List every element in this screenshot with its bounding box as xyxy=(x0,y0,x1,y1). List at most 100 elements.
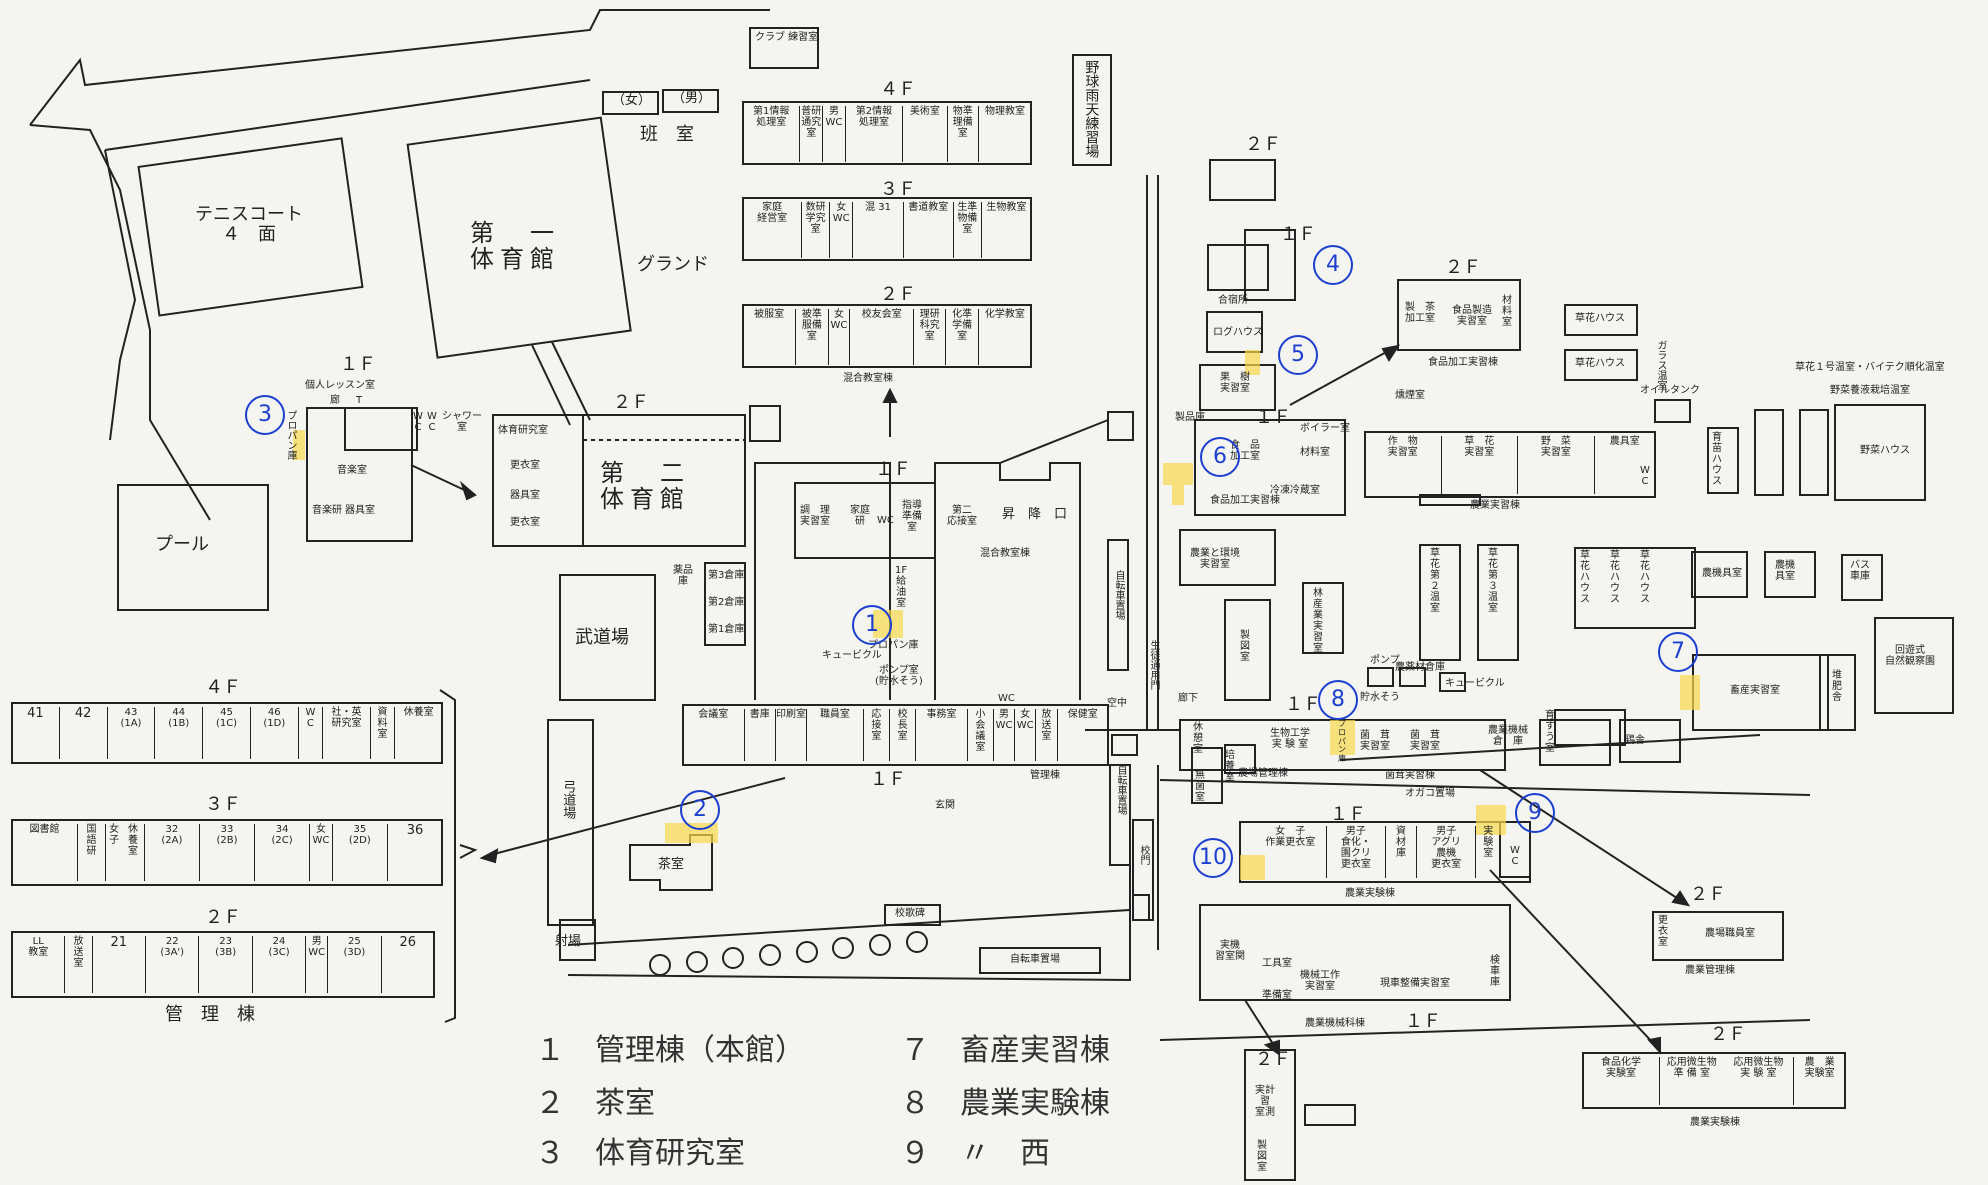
floor-4f-mixed: ４Ｆ xyxy=(880,79,916,100)
storage-1: 第1倉庫 xyxy=(708,624,745,635)
annotation-9: 9 xyxy=(1515,793,1555,833)
reception-room-2: 第二 応接室 xyxy=(947,505,977,527)
rest-room-4f: 休養室 xyxy=(403,707,434,718)
room-4f-1: 第1情報 処理室 xyxy=(743,106,801,162)
survey-room: 実計 習 室測 xyxy=(1255,1085,1275,1118)
room-3f-4: 混 31 xyxy=(853,202,904,258)
bicycle-label-3: 自転車置場 xyxy=(1115,765,1126,815)
boys-room: （男） xyxy=(672,91,712,106)
roka-label: 廊下 xyxy=(1178,693,1198,704)
floor-2f-noujyo: ２Ｆ xyxy=(1690,884,1726,905)
chemicals-storage: 薬品 庫 xyxy=(673,565,693,587)
class-32: 32 (2A) xyxy=(145,824,200,881)
prep-room: 準備室 xyxy=(1262,990,1292,1001)
home-econ-lab: 家庭 研 xyxy=(850,505,870,527)
farm-machinery-storage: 農業機械 倉 庫 xyxy=(1488,725,1528,747)
brooding-room: 育 す う 室 xyxy=(1545,710,1555,754)
chashitsu-label: 茶室 xyxy=(658,857,685,872)
class-36: 36 xyxy=(406,823,424,838)
floor-1f-kanri: １Ｆ xyxy=(870,769,906,790)
flower-house-a: 草 花 ハ ウ ス xyxy=(1580,550,1590,605)
room-2f-5: 理研 科究 室 xyxy=(914,309,947,365)
room-4f-7: 物理教室 xyxy=(984,106,1025,117)
livestock-room: 畜産実習室 xyxy=(1730,685,1780,696)
annotation-4: 4 xyxy=(1313,245,1353,285)
budo-label: 武道場 xyxy=(575,627,629,648)
genkan: 玄関 xyxy=(935,800,955,811)
greenhouse-1: 草花１号温室・バイテク順化温室 xyxy=(1795,362,1945,373)
mixed-building-name: 混合教室棟 xyxy=(843,373,893,384)
kanri-4f-row: 41 42 43 (1A) 44 (1B) 45 (1C) 46 (1D) W … xyxy=(12,706,442,759)
room-3f-3: 女 WC xyxy=(830,202,854,258)
room-2f-6: 化準 学備 室 xyxy=(946,309,979,365)
floor-2f-gym: ２Ｆ xyxy=(613,392,649,413)
annotation-5: 5 xyxy=(1278,335,1318,375)
class-21: 21 xyxy=(93,935,147,993)
office-room: 事務室 xyxy=(916,709,968,761)
material-storage: 資 材 庫 xyxy=(1386,826,1417,878)
gym1-label: 第 一 体育館 xyxy=(470,219,560,274)
rest-room-3f: 休 養 室 xyxy=(122,824,145,881)
men-wc: 男 WC xyxy=(994,709,1016,761)
floor-1f-nogyo-kanri: １Ｆ xyxy=(1285,694,1321,715)
inspection-garage: 検 車 庫 xyxy=(1490,955,1500,988)
bicycle-label-2: 自転車置場 xyxy=(1113,570,1124,620)
freezer-room: 冷凍冷蔵室 xyxy=(1270,485,1320,496)
vegetable-room: 野 菜 実習室 xyxy=(1518,436,1595,494)
library-storage: 書庫 xyxy=(745,709,776,761)
music-wc-1: W C xyxy=(413,411,423,433)
wc-4f: W C xyxy=(299,707,324,759)
tea-processing-room: 製 茶 加工室 xyxy=(1405,302,1435,324)
broadcast-room-2f: 放 送 室 xyxy=(65,936,93,993)
annotation-6: 6 xyxy=(1200,437,1240,477)
room-3f-1: 家庭 経営室 xyxy=(743,202,803,258)
ll-classroom: LL 教室 xyxy=(12,936,66,993)
han-room: 班 室 xyxy=(640,124,694,145)
wc-jikken: W C xyxy=(1510,845,1520,867)
floor-4f-kanri: ４Ｆ xyxy=(205,677,241,698)
flower-greenhouse-2: 草 花 第 ２ 温 室 xyxy=(1430,548,1440,614)
room-4f-2: 普研 通究 室 xyxy=(800,106,824,162)
noujyo-building-name: 農業管理棟 xyxy=(1685,965,1735,976)
farm-staff-room: 農場職員室 xyxy=(1705,928,1755,939)
food-processing-building-2: 食品加工実習棟 xyxy=(1428,357,1498,368)
guidance-room: 指導 準備 室 xyxy=(902,500,922,533)
class-33: 33 (2B) xyxy=(200,824,256,881)
mixed-3f-row: 家庭 経営室 数研 学究 室 女 WC 混 31 書道教室 生準 物備 室 生物… xyxy=(743,202,1031,258)
cubicle-1: キュービクル xyxy=(822,650,882,661)
class-23: 23 (3B) xyxy=(199,936,253,993)
girls-label: 女 子 xyxy=(109,824,120,846)
printing-room: 印刷室 xyxy=(776,709,808,761)
highlight-marks xyxy=(293,350,1700,880)
changing-room-farm: 更 衣 室 xyxy=(1658,915,1668,948)
microbio-lab: 応用微生物 実 験 室 xyxy=(1724,1057,1795,1105)
handwritten-note-2: ２ 茶室 xyxy=(535,1086,655,1121)
women-wc-3f: 女 WC xyxy=(310,824,333,881)
culture-room: 培 養 室 xyxy=(1225,750,1235,783)
room-2f-2: 被準 服備 室 xyxy=(796,309,829,365)
compost-house: 堆 肥 舎 xyxy=(1832,670,1842,703)
shaba-label: 射場 xyxy=(555,934,582,949)
drafting-room: 製 図 室 xyxy=(1240,630,1250,663)
floor-3f-kanri: ３Ｆ xyxy=(205,794,241,815)
entrance-hall: 昇 降 口 xyxy=(1002,507,1068,522)
music-wc-2: W C xyxy=(427,411,437,433)
room-2f-7: 化学教室 xyxy=(984,309,1025,320)
vegetable-house: 野菜ハウス xyxy=(1860,445,1910,456)
pesticide-storage: 農薬材倉庫 xyxy=(1395,662,1445,673)
class-25: 25 (3D) xyxy=(328,936,382,993)
drafting-room-2: 製 図 室 xyxy=(1257,1140,1267,1173)
room-4f-5: 美術室 xyxy=(903,106,948,162)
room-3f-6: 生準 物備 室 xyxy=(954,202,982,258)
handwritten-note-7: ７ 畜産実習棟 xyxy=(900,1033,1110,1068)
social-english-lab: 社・英 研究室 xyxy=(323,707,371,759)
annotation-3: 3 xyxy=(245,395,285,435)
oil-tank: オイルタンク xyxy=(1640,385,1700,396)
lab-room: 実 験 室 xyxy=(1483,826,1494,859)
machinery-lab: 実機 習室関 xyxy=(1215,940,1245,962)
music-lab: 音楽研 xyxy=(312,505,342,516)
room-3f-5: 書道教室 xyxy=(904,202,954,258)
boiler-room: ボイラー室 xyxy=(1300,423,1350,434)
principal-room: 校 長 室 xyxy=(890,709,917,761)
seito-gate: 生徒通用門 xyxy=(1148,640,1159,690)
